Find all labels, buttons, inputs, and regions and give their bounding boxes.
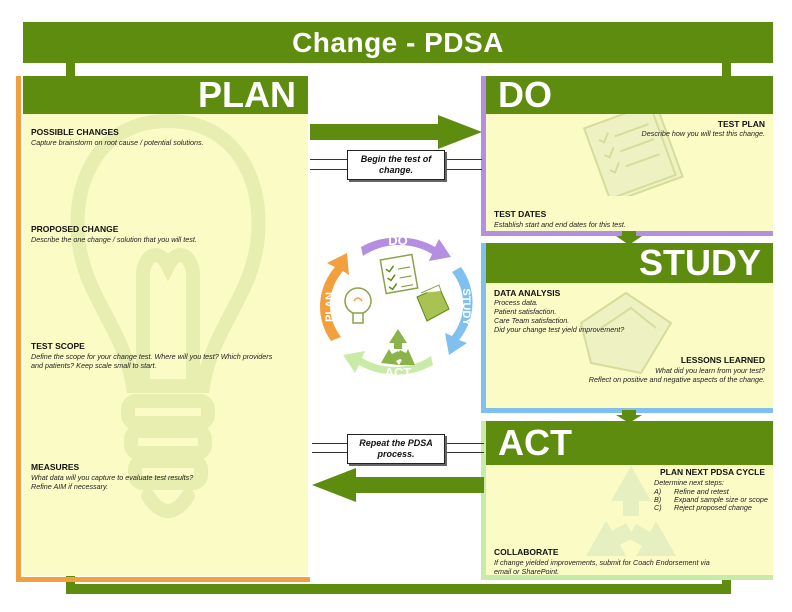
frame-bottom-right-post	[722, 572, 731, 594]
study-tab: STUDY	[486, 242, 773, 283]
begin-test-callout: Begin the test of change.	[347, 150, 445, 180]
act-panel: ACT PLAN NEXT PDSA CYCLE Determine next …	[486, 421, 773, 576]
begin-callout-line1: Begin the test of	[360, 154, 432, 164]
test-dates-text: Establish start and end dates for this t…	[494, 220, 626, 229]
page-title: Change - PDSA	[23, 22, 773, 63]
plan-panel: PLAN POSSIBLE CHANGES Capture brainstorm…	[23, 74, 308, 576]
data-analysis-line-2: Patient satisfaction.	[494, 307, 557, 316]
act-heading: ACT	[498, 422, 572, 463]
measures-text-line2: Refine AIM if necessary.	[31, 482, 109, 491]
test-dates-label: TEST DATES	[494, 209, 547, 219]
recycle-icon	[381, 329, 415, 365]
folder-icon	[579, 291, 673, 375]
data-analysis-line-1: Process data.	[494, 298, 538, 307]
plan-next-letter-a: A)	[654, 487, 662, 496]
collaborate-line2: email or SharePoint.	[494, 567, 560, 576]
act-to-plan-arrow	[312, 468, 484, 502]
cycle-label-study: STUDY	[460, 288, 472, 326]
begin-callout-line2: change.	[378, 165, 413, 175]
study-panel: STUDY DATA ANALYSIS Process data. Patien…	[486, 242, 773, 408]
collaborate-label: COLLABORATE	[494, 547, 559, 557]
lightbulb-small-icon	[344, 287, 372, 324]
frame-bottom-bar	[66, 584, 731, 594]
cycle-arrow-act	[343, 351, 433, 375]
plan-accent-border	[16, 76, 310, 582]
proposed-change-label: PROPOSED CHANGE	[31, 224, 119, 234]
cycle-arrow-plan	[320, 253, 349, 341]
cycle-label-do: DO	[388, 233, 408, 248]
checklist-icon	[379, 253, 419, 295]
lessons-learned-line1: What did you learn from your test?	[655, 366, 765, 375]
act-accent-border	[481, 421, 773, 580]
repeat-callout-line2: process.	[377, 449, 415, 459]
collaborate-line1: If change yielded improvements, submit f…	[494, 558, 710, 567]
do-to-study-arrow	[616, 231, 642, 245]
plan-next-letter-b: B)	[654, 495, 662, 504]
test-scope-label: TEST SCOPE	[31, 341, 85, 351]
plan-next-intro: Determine next steps:	[654, 478, 724, 487]
possible-changes-label: POSSIBLE CHANGES	[31, 127, 119, 137]
lessons-learned-label: LESSONS LEARNED	[680, 355, 765, 365]
test-scope-text-line1: Define the scope for your change test. W…	[31, 352, 273, 361]
test-plan-text: Describe how you will test this change.	[641, 129, 765, 138]
test-plan-label: TEST PLAN	[717, 119, 765, 129]
frame-bottom-left-post	[66, 572, 75, 594]
plan-tab: PLAN	[23, 74, 308, 115]
lightbulb-icon	[70, 113, 266, 518]
proposed-change-text: Describe the one change / solution that …	[31, 235, 197, 244]
study-to-act-arrow	[616, 410, 642, 423]
do-panel: DO TEST PLAN Describe how you will test …	[486, 74, 773, 231]
data-analysis-line-4: Did your change test yield improvement?	[494, 325, 625, 334]
plan-next-letter-c: C)	[654, 503, 662, 512]
data-analysis-label: DATA ANALYSIS	[494, 288, 561, 298]
frame-top-right-post	[722, 60, 731, 76]
lessons-learned-line2: Reflect on positive and negative aspects…	[588, 375, 765, 384]
repeat-callout-line1: Repeat the PDSA	[359, 438, 433, 448]
plan-heading: PLAN	[198, 74, 296, 115]
cycle-arrow-study	[445, 267, 473, 355]
plan-to-do-arrow	[310, 115, 482, 149]
plan-next-item-a: Refine and retest	[674, 487, 729, 496]
study-heading: STUDY	[638, 242, 761, 283]
pdsa-cycle-diagram: DO STUDY ACT PLAN	[320, 233, 473, 380]
test-scope-text-line2: and patients? Keep scale small to start.	[31, 361, 157, 370]
do-tab: DO	[486, 74, 773, 115]
repeat-pdsa-callout: Repeat the PDSA process.	[347, 434, 445, 464]
plan-next-item-c: Reject proposed change	[674, 503, 752, 512]
plan-next-cycle-label: PLAN NEXT PDSA CYCLE	[659, 467, 765, 477]
possible-changes-text: Capture brainstorm on root cause / poten…	[31, 138, 204, 147]
do-heading: DO	[498, 74, 552, 115]
plan-next-item-b: Expand sample size or scope	[674, 495, 768, 504]
document-icon	[582, 106, 684, 196]
cycle-label-plan: PLAN	[324, 292, 336, 322]
measures-label: MEASURES	[31, 462, 80, 472]
cycle-arrow-do	[361, 237, 451, 261]
data-analysis-line-3: Care Team satisfaction.	[494, 316, 570, 325]
act-tab: ACT	[486, 421, 773, 465]
folder-small-icon	[416, 284, 450, 322]
frame-top-left-post	[66, 60, 75, 76]
cycle-label-act: ACT	[385, 365, 412, 380]
recycle-icon-watermark	[586, 466, 676, 556]
measures-text-line1: What data will you capture to evaluate t…	[31, 473, 194, 482]
